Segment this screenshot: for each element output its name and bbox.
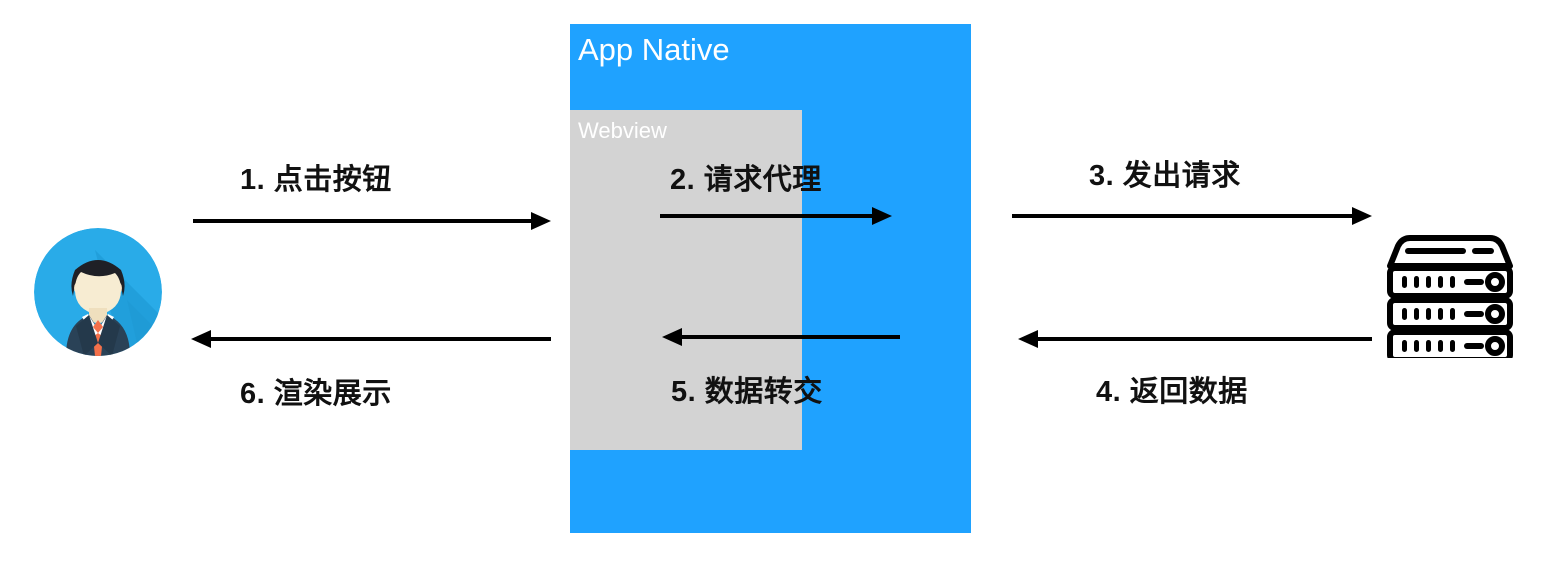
arrow-step-4	[1018, 328, 1372, 350]
arrow-step-3	[1012, 205, 1372, 227]
arrow-step-2	[660, 205, 892, 227]
server-rack-icon	[1385, 230, 1515, 358]
step-label-5: 5. 数据转交	[671, 376, 823, 408]
step-label-3: 3. 发出请求	[1089, 160, 1241, 192]
webview-container	[570, 110, 802, 450]
app-native-label: App Native	[578, 32, 730, 67]
arrow-step-1	[193, 210, 551, 232]
arrow-step-5	[662, 326, 900, 348]
step-label-2: 2. 请求代理	[670, 164, 822, 196]
arrow-step-6	[191, 328, 551, 350]
step-label-4: 4. 返回数据	[1096, 376, 1248, 408]
webview-label: Webview	[578, 118, 667, 143]
user-avatar-icon	[22, 228, 174, 356]
step-label-6: 6. 渲染展示	[240, 378, 392, 410]
step-label-1: 1. 点击按钮	[240, 164, 392, 196]
